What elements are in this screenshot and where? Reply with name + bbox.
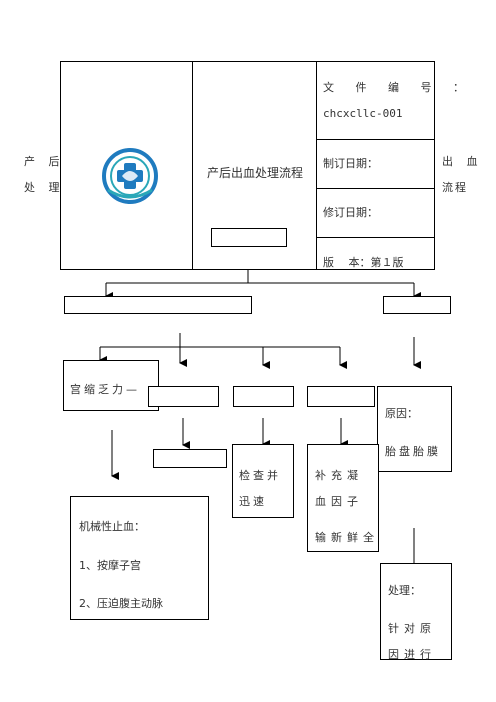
check-text: 检查并迅速 — [239, 469, 281, 508]
cause-box: 原因： 胎盘胎膜 — [377, 386, 452, 472]
supplement-box: 补充凝血因子 输新鲜全 — [307, 444, 379, 552]
header-row-line-1 — [316, 139, 435, 140]
supplement-text: 补充凝血因子 — [315, 469, 363, 508]
side-right-line2: 流程 — [442, 181, 468, 194]
revised-date-label: 修订日期： — [323, 206, 378, 219]
header-divider-1 — [192, 61, 193, 270]
doc-no-value: chcxcllc-001 — [323, 107, 403, 120]
mech-item-2: 2、压迫腹主动脉 — [79, 597, 163, 610]
page-title: 产后出血处理流程 — [207, 166, 304, 180]
flow-box-d — [307, 386, 375, 407]
uterine-atony-box: 宫缩乏力— — [63, 360, 159, 411]
mechanical-hemostasis-box: 机械性止血： 1、按摩子宫 2、压迫腹主动脉 — [70, 496, 209, 620]
uterine-atony-text: 宫缩乏力— — [70, 383, 140, 396]
side-right-line1: 出 血 — [442, 155, 483, 168]
issued-date-label: 制订日期： — [323, 157, 378, 170]
treatment-label: 处理： — [388, 584, 421, 597]
mech-title: 机械性止血： — [79, 520, 145, 533]
side-left-line1: 产 后 — [24, 155, 65, 168]
title-empty-box — [211, 228, 287, 247]
flow-box-right — [383, 296, 451, 314]
version-label: 版 本：第１版 — [323, 256, 404, 269]
mech-item-1: 1、按摩子宫 — [79, 559, 141, 572]
hospital-logo — [102, 148, 158, 204]
cause-label: 原因： — [385, 407, 418, 420]
flow-box-c — [233, 386, 294, 407]
flow-box-b — [148, 386, 219, 407]
doc-no-label: 文 件 编 号 ： — [323, 81, 473, 94]
transfusion-text: 输新鲜全 — [315, 531, 379, 544]
header-row-line-3 — [316, 237, 435, 238]
header-divider-2 — [316, 61, 317, 270]
check-box: 检查并迅速 — [232, 444, 294, 518]
flow-box-main — [64, 296, 252, 314]
cause-value: 胎盘胎膜 — [385, 445, 441, 458]
treatment-box: 处理： 针对原因进行 — [380, 563, 452, 661]
flow-box-e — [153, 449, 227, 468]
treatment-value: 针对原因进行 — [388, 622, 436, 661]
side-left-line2: 处 理 — [24, 181, 65, 194]
header-row-line-2 — [316, 188, 435, 189]
